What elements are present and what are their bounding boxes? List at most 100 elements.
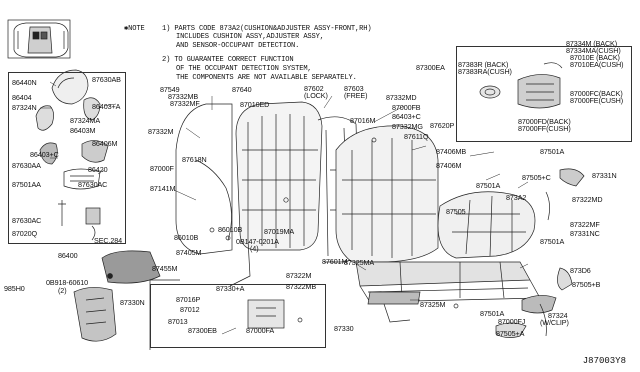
part-label: 87141M	[150, 184, 176, 193]
part-label: 87010EA(CUSH)	[570, 60, 624, 69]
part-label: 87000FA	[246, 326, 275, 335]
part-label: 87000FC(BACK)	[570, 89, 623, 98]
note-line-4: 2) TO GUARANTEE CORRECT FUNCTION	[162, 56, 294, 64]
part-label: 87334M (BACK)	[566, 39, 618, 48]
part-label: 87322M	[286, 271, 312, 280]
note-star-label: NOTE	[128, 25, 145, 33]
part-label: 87501A	[476, 181, 501, 190]
part-label: 87000FB	[392, 103, 421, 112]
part-label: 86010B	[218, 225, 243, 234]
note-line-2: INCLUDES CUSHION ASSY,ADJUSTER ASSY,	[176, 33, 324, 41]
side-panel-left	[73, 250, 161, 342]
seat-cushion-back-cover	[335, 125, 439, 263]
part-label: 86010B	[174, 233, 199, 242]
part-label: 87322MB	[286, 282, 317, 291]
note-star: ✱NOTE	[124, 25, 145, 33]
part-label: 87012	[180, 305, 200, 314]
part-label: 87325M	[420, 300, 446, 309]
part-label: SEC.284	[94, 236, 123, 245]
note-line-5: OF THE OCCUPANT DETECTION SYSTEM,	[176, 65, 312, 73]
part-label: 0B147-0201A	[236, 237, 279, 246]
part-label: 87330+A	[216, 284, 245, 293]
part-label: 87455M	[152, 264, 178, 273]
part-label: 87000FD(BACK)	[518, 117, 571, 126]
part-label: 87016M	[350, 116, 376, 125]
headrest-assembly	[35, 69, 109, 241]
note-line-6: THE COMPONENTS ARE NOT AVAILABLE SEPARAT…	[176, 74, 357, 82]
part-label: 87501AA	[12, 180, 41, 189]
part-label: 87332MD	[386, 93, 417, 102]
fasteners	[107, 137, 459, 323]
note-line-3: AND SENSOR-OCCUPANT DETECTION.	[176, 42, 300, 50]
part-label: (LOCK)	[304, 91, 328, 100]
part-label: (2)	[58, 286, 67, 295]
part-label: 86403M	[70, 126, 96, 135]
part-label: 87010E (BACK)	[570, 53, 620, 62]
part-label: 87630AC	[12, 216, 42, 225]
part-label: (W/CLIP)	[540, 318, 569, 327]
part-label: 87602	[304, 84, 324, 93]
part-label: 87630AA	[12, 161, 41, 170]
part-label: 86403+C	[392, 112, 421, 121]
seat-back	[175, 101, 323, 287]
part-label: 87505+B	[572, 280, 601, 289]
part-label: 86400	[58, 251, 78, 260]
part-label: 87331NC	[570, 229, 600, 238]
part-label: 86406M	[92, 139, 118, 148]
part-label: 87630AB	[92, 75, 121, 84]
car-thumbnail	[7, 19, 71, 59]
part-label: 87020Q	[12, 229, 37, 238]
part-label: 0B918-60610	[46, 278, 89, 287]
part-label: 86404	[12, 93, 32, 102]
lower-trims	[149, 279, 421, 350]
part-label: 873D6	[570, 266, 591, 275]
part-label: 87620P	[430, 121, 455, 130]
part-label: 87505	[446, 207, 466, 216]
part-label: 86403+A	[92, 102, 121, 111]
part-label: (4)	[250, 244, 259, 253]
part-label: 87406MB	[436, 147, 467, 156]
part-label: 87013	[168, 317, 188, 326]
part-label: 87300EB	[188, 326, 217, 335]
part-label: 87000FF(CUSH)	[518, 124, 571, 133]
part-label: 87332M	[148, 127, 174, 136]
part-label: 87000FE(CUSH)	[570, 96, 624, 105]
seat-adjuster-rails	[355, 261, 541, 303]
part-label: 87330	[334, 324, 354, 333]
part-label: 87501A	[540, 147, 565, 156]
part-label: 87406M	[436, 161, 462, 170]
part-label: 87300EA	[416, 63, 445, 72]
part-label: 87322MF	[570, 220, 600, 229]
note-line-1: 1) PARTS CODE 873A2(CUSHION&ADJUSTER ASS…	[162, 25, 372, 33]
part-label: (FREE)	[344, 91, 368, 100]
side-trim-pieces	[495, 168, 585, 338]
part-label: 87332MF	[170, 99, 200, 108]
seat-cushion	[437, 191, 536, 259]
part-label: 87000F	[150, 164, 174, 173]
part-label: 87505+C	[522, 173, 551, 182]
part-label: 87549	[160, 85, 180, 94]
part-label: 87325MA	[344, 258, 375, 267]
diagram-code: J87003Y8	[582, 356, 626, 366]
inset-frame	[456, 46, 632, 142]
part-label: 87016P	[176, 295, 201, 304]
part-label: 87324MA	[70, 116, 101, 125]
left-group-frame	[8, 72, 126, 244]
part-label: 86403+C	[30, 150, 59, 159]
part-label: 87501A	[480, 309, 505, 318]
part-label: 87601M	[322, 257, 348, 266]
part-label: 86440N	[12, 78, 37, 87]
part-label: 87501A	[540, 237, 565, 246]
part-label: 86420	[88, 165, 108, 174]
leader-lines	[40, 81, 529, 335]
part-label: 87324N	[12, 103, 37, 112]
part-label: 87330N	[120, 298, 145, 307]
part-label: 87332MG	[392, 122, 423, 131]
lower-center-frame	[150, 284, 326, 348]
part-label: 87322MD	[572, 195, 603, 204]
part-label: 87405M	[176, 248, 202, 257]
part-label: 87331N	[592, 171, 617, 180]
part-label: 87630AC	[78, 180, 108, 189]
part-label: 87383R (BACK)	[458, 60, 509, 69]
part-label: 87640	[232, 85, 252, 94]
